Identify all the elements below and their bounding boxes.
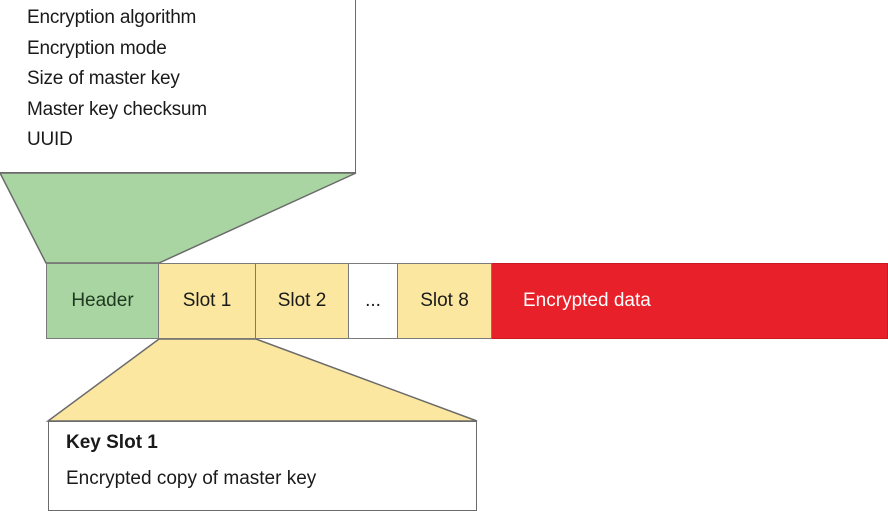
key-slot-title: Key Slot 1 [66,432,158,453]
header-field-item: Size of master key [27,68,180,90]
header-segment: Header [46,263,159,339]
slot1-connector-fan [45,338,478,422]
header-field-item: Master key checksum [27,98,207,120]
header-connector-fan [0,172,357,264]
header-field-list: Encryption algorithm Encryption mode Siz… [27,3,207,156]
header-field-item: Encryption mode [27,37,167,59]
encrypted-data-segment: Encrypted data [492,263,888,339]
header-details-box: Encryption algorithm Encryption mode Siz… [0,0,356,173]
header-field-item: UUID [27,129,73,151]
disk-layout-bar: Header Slot 1 Slot 2 ... Slot 8 Encrypte… [46,263,888,339]
key-slot-details-box: Key Slot 1 Encrypted copy of master key [48,421,477,511]
key-slot-description: Encrypted copy of master key [66,468,317,489]
ellipsis-segment: ... [349,263,398,339]
slot-2-segment: Slot 2 [256,263,349,339]
slot-1-segment: Slot 1 [159,263,256,339]
slot-8-segment: Slot 8 [398,263,492,339]
connector-fans [0,172,478,422]
header-field-item: Encryption algorithm [27,7,197,28]
